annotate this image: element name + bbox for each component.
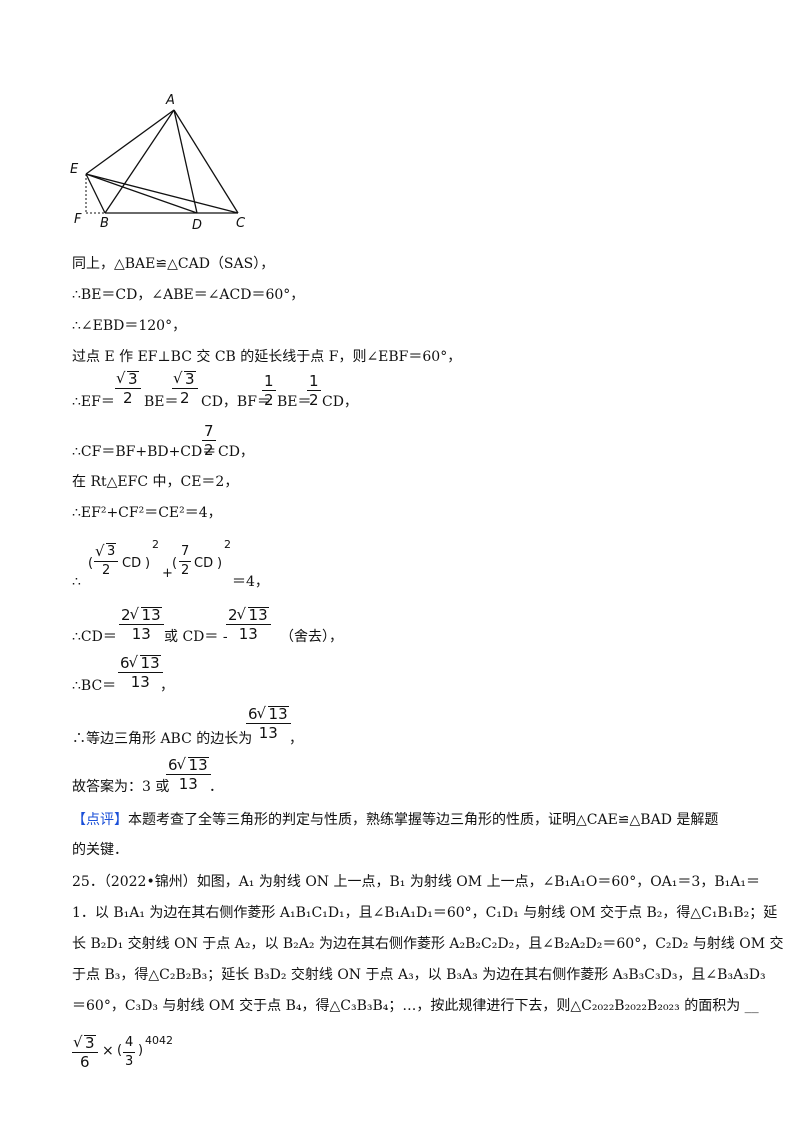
fraction-2sqrt13-over-13-a: 213 13 — [119, 605, 164, 643]
solution-line-5: ∴EF＝ — [72, 392, 115, 412]
problem25-line-1: 25．（2022•锦州）如图，A₁ 为射线 ON 上一点，B₁ 为射线 OM 上… — [72, 874, 760, 890]
paren-open-1: ( — [88, 556, 94, 571]
answer-fraction-sqrt3-over-6: 3 6 — [72, 1033, 98, 1071]
exponent-2-a: 2 — [152, 538, 159, 551]
answer-paren-open: ( — [117, 1043, 123, 1058]
answer-exponent: 4042 — [145, 1034, 173, 1047]
text-or-cd: 或 CD＝ - — [164, 629, 228, 645]
segment-ad — [173, 109, 198, 214]
solution-line-1: 同上，△BAE≌△CAD（SAS）， — [72, 256, 275, 272]
paren-close-1: ) — [145, 556, 151, 571]
label-a: A — [166, 93, 175, 108]
solution-line-8: ∴EF²+CF²＝CE²＝4， — [72, 505, 222, 521]
comment-line-2: 的关键． — [72, 842, 128, 858]
text-ef: ∴EF＝ — [72, 394, 115, 410]
text-period-13: ． — [209, 779, 223, 795]
exponent-2-b: 2 — [224, 538, 231, 551]
answer-fraction-4-over-3: 4 3 — [123, 1035, 136, 1069]
label-b: B — [100, 216, 109, 231]
cd-term-2: CD — [194, 556, 214, 571]
text-cd-end: CD， — [322, 394, 358, 410]
solution-line-11: ∴BC＝ — [72, 678, 117, 694]
solution-line-2: ∴BE＝CD，∠ABE＝∠ACD＝60°， — [72, 287, 305, 303]
paren-open-2: ( — [172, 556, 178, 571]
cd-term-1: CD — [122, 556, 142, 571]
segment-ab — [104, 109, 175, 214]
fraction-7-over-2-b: 7 2 — [179, 544, 192, 578]
comment-tag: 【点评】 — [72, 812, 128, 828]
solution-line-10: ∴CD＝ — [72, 629, 117, 645]
solution-line-13: 故答案为：3 或 — [72, 779, 170, 795]
fraction-7-over-2: 7 2 — [202, 422, 216, 459]
problem25-line-5: ＝60°，C₃D₃ 与射线 OM 交于点 B₄，得△C₃B₃B₄；…，按此规律进… — [72, 998, 759, 1014]
fraction-1-over-2-a: 1 2 — [262, 372, 276, 409]
paren-close-2: ) — [217, 556, 223, 571]
fraction-sqrt3-over-2-b: 3 2 — [172, 369, 198, 407]
solution-line-9: ∴ — [72, 574, 81, 590]
solution-line-4: 过点 E 作 EF⊥BC 交 CB 的延长线于点 F，则∠EBF＝60°， — [72, 349, 462, 365]
fraction-6sqrt13-over-13-b: 613 13 — [246, 704, 291, 742]
label-f: F — [74, 212, 82, 227]
answer-times: × — [102, 1043, 114, 1059]
fraction-2sqrt13-over-13-b: 213 13 — [226, 605, 271, 643]
solution-line-7: 在 Rt△EFC 中，CE＝2， — [72, 474, 239, 490]
fraction-6sqrt13-over-13-c: 613 13 — [166, 755, 211, 793]
problem25-line-3: 长 B₂D₁ 交射线 ON 于点 A₂，以 B₂A₂ 为边在其右侧作菱形 A₂B… — [72, 936, 784, 952]
triangle-figure — [85, 109, 239, 214]
equals-4: ＝4， — [232, 574, 269, 590]
answer-paren-close: ) — [138, 1043, 144, 1058]
text-cd-bf: CD，BF＝ — [201, 394, 271, 410]
fraction-1-over-2-b: 1 2 — [307, 372, 321, 409]
fraction-6sqrt13-over-13-a: 613 13 — [118, 653, 163, 691]
text-cd-6: CD， — [218, 444, 254, 460]
segment-eb — [85, 173, 106, 214]
problem25-line-2: 1．以 B₁A₁ 为边在其右侧作菱形 A₁B₁C₁D₁，且∠B₁A₁D₁＝60°… — [72, 905, 778, 921]
segment-ed — [85, 173, 198, 214]
problem25-line-4: 于点 B₃，得△C₂B₂B₃；延长 B₃D₂ 交射线 ON 于点 A₃，以 B₃… — [72, 967, 766, 983]
text-discard: （舍去）， — [280, 629, 343, 645]
fraction-sqrt3-over-2-a: 3 2 — [115, 369, 141, 407]
solution-line-3: ∴∠EBD＝120°， — [72, 318, 187, 334]
fraction-sqrt3-over-2-c: 3 2 — [94, 542, 119, 580]
solution-line-6: ∴CF＝BF+BD+CD＝ — [72, 444, 217, 460]
label-d: D — [192, 218, 203, 233]
segment-ec — [85, 173, 239, 214]
text-be-1: BE＝ — [144, 394, 179, 410]
text-comma-12: ， — [289, 731, 303, 747]
segment-ac — [173, 109, 239, 214]
solution-line-12: ∴等边三角形 ABC 的边长为 — [72, 731, 253, 747]
comment-line-1: 【点评】本题考查了全等三角形的判定与性质，熟练掌握等边三角形的性质，证明△CAE… — [72, 810, 718, 830]
label-c: C — [236, 216, 246, 231]
comment-text: 本题考查了全等三角形的判定与性质，熟练掌握等边三角形的性质，证明△CAE≌△BA… — [128, 812, 719, 828]
text-be-2: BE＝ — [277, 394, 312, 410]
label-e: E — [70, 162, 79, 177]
text-comma-11: ， — [160, 678, 174, 694]
plus-sign: + — [162, 566, 173, 581]
segment-ea — [85, 109, 175, 175]
